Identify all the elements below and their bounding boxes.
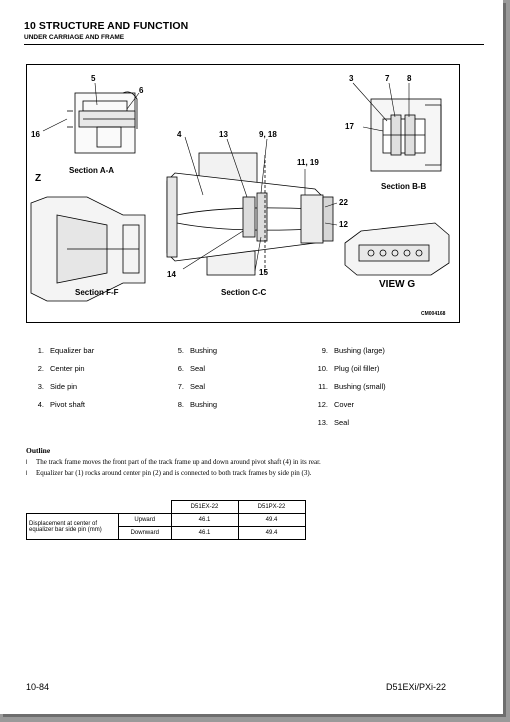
callout-13: 13 [219, 130, 228, 139]
table-row: Displacement at center of equalizer bar … [26, 513, 306, 540]
list-item: 10.Plug (oil filler) [317, 364, 380, 373]
list-item: 7.Seal [177, 382, 206, 391]
section-title: 10 STRUCTURE AND FUNCTION [24, 20, 189, 32]
structure-figure: 5 6 16 Z Section A-A 4 13 9, 18 11, 19 2… [26, 64, 460, 323]
section-cc-drawing [166, 152, 334, 276]
callout-17: 17 [345, 122, 354, 131]
callout-22: 22 [339, 198, 348, 207]
list-item: 13.Seal [317, 418, 350, 427]
row-label: Displacement at center of equalizer bar … [26, 513, 119, 540]
parts-column-3: 9.Bushing (large) 10.Plug (oil filler) 1… [310, 346, 386, 436]
manual-page: 10 STRUCTURE AND FUNCTION UNDER CARRIAGE… [0, 0, 503, 714]
callout-15: 15 [259, 268, 268, 277]
header-rule [24, 44, 484, 45]
parts-column-2: 5.Bushing 6.Seal 7.Seal 8.Bushing [166, 346, 217, 418]
view-g-drawing [344, 222, 450, 276]
list-item: 11.Bushing (small) [318, 382, 386, 391]
page-number: 10-84 [26, 682, 50, 692]
parts-column-1: 1.Equalizer bar 2.Center pin 3.Side pin … [26, 346, 94, 418]
table-row: Downward 46.1 49.4 [27, 526, 306, 540]
section-bb-drawing [370, 98, 442, 172]
list-item: 12.Cover [317, 400, 355, 409]
structure-drawing: 5 6 16 Z Section A-A 4 13 9, 18 11, 19 2… [30, 74, 450, 317]
callout-5: 5 [91, 74, 96, 83]
callout-12: 12 [339, 220, 348, 229]
section-aa-label: Section A-A [69, 166, 114, 175]
callout-6: 6 [139, 86, 144, 95]
callout-3: 3 [349, 74, 354, 83]
list-item: 4.Pivot shaft [37, 400, 86, 409]
model-code: D51EXi/PXi-22 [386, 682, 447, 692]
list-item: 3.Side pin [37, 382, 78, 391]
section-cc-label: Section C-C [221, 288, 267, 297]
list-item: 9.Bushing (large) [321, 346, 385, 355]
section-subtitle: UNDER CARRIAGE AND FRAME [24, 34, 125, 41]
callout-11-19: 11, 19 [297, 158, 319, 167]
callout-8: 8 [407, 74, 412, 83]
list-item: 2.Center pin [37, 364, 85, 373]
displacement-table: D51EX-22 D51PX-22 Displacement at center… [26, 500, 306, 540]
callout-4: 4 [177, 130, 182, 139]
section-aa-drawing [67, 91, 138, 154]
list-item: 6.Seal [177, 364, 206, 373]
callout-9-18: 9, 18 [259, 130, 277, 139]
figure-code: CM004168 [421, 311, 446, 317]
list-item: 8.Bushing [177, 400, 218, 409]
table-header: D51PX-22 [237, 500, 306, 514]
section-bb-label: Section B-B [381, 182, 427, 191]
table-header: D51EX-22 [170, 500, 239, 514]
section-ff-label: Section F-F [75, 288, 119, 297]
list-item: 1.Equalizer bar [37, 346, 95, 355]
outline-heading: Outline [26, 446, 51, 455]
callout-14: 14 [167, 270, 176, 279]
section-ff-drawing [30, 196, 146, 302]
list-item: 5.Bushing [177, 346, 218, 355]
callout-7: 7 [385, 74, 390, 83]
view-g-label: VIEW G [379, 279, 415, 290]
leader-lines [42, 82, 410, 272]
callout-z: Z [35, 173, 41, 184]
callout-16: 16 [31, 130, 40, 139]
